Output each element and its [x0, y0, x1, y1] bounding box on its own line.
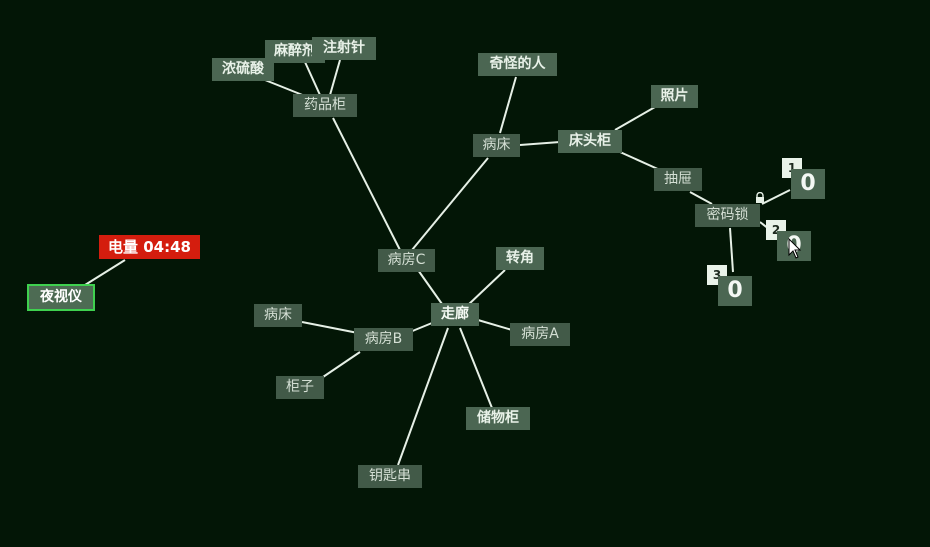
link-bedc-wardc [411, 157, 489, 251]
link-drawer-lock [689, 191, 713, 205]
nightvision-device[interactable]: 夜视仪 [27, 284, 95, 311]
node-drawer[interactable]: 抽屉 [654, 168, 702, 191]
link-bedb-wardb [301, 321, 359, 334]
node-ward-b[interactable]: 病房B [354, 328, 413, 351]
node-corridor[interactable]: 走廊 [431, 303, 479, 326]
digit-3-value[interactable]: 0 [718, 276, 752, 306]
node-ward-a[interactable]: 病房A [510, 323, 570, 346]
link-lock-digit3 [729, 227, 734, 273]
node-storage-cabinet[interactable]: 储物柜 [466, 407, 530, 430]
link-corridor-wardb [409, 322, 433, 333]
node-strange-person[interactable]: 奇怪的人 [478, 53, 557, 76]
padlock-icon [756, 192, 764, 203]
link-corridor-storage [459, 327, 493, 409]
node-combo-lock[interactable]: 密码锁 [695, 204, 760, 227]
node-nightstand[interactable]: 床头柜 [558, 130, 622, 153]
node-photo[interactable]: 照片 [651, 85, 698, 108]
link-corridor-keyring [397, 327, 449, 466]
digit-1-value[interactable]: 0 [791, 169, 825, 199]
link-strange-bedc [499, 76, 517, 134]
node-key-ring[interactable]: 钥匙串 [358, 465, 422, 488]
link-wardb-cabinet [322, 351, 361, 378]
node-medicine-cabinet[interactable]: 药品柜 [293, 94, 357, 117]
node-bed-c[interactable]: 病床 [473, 134, 520, 157]
link-nightstand-photo [614, 106, 656, 131]
link-syringe-medicine [329, 59, 341, 96]
node-syringe[interactable]: 注射针 [312, 37, 376, 60]
link-sulfuric-medicine [259, 77, 306, 97]
link-wardc-corridor [417, 269, 443, 305]
link-nightstand-drawer [619, 151, 661, 171]
node-cabinet[interactable]: 柜子 [276, 376, 324, 399]
link-anesthetic-medicine [304, 61, 321, 96]
link-medicine-wardc [332, 117, 401, 251]
node-anesthetic[interactable]: 麻醉剂 [265, 40, 325, 63]
link-corridor-warda [477, 319, 513, 331]
battery-timer: 电量 04:48 [99, 235, 200, 259]
node-corner[interactable]: 转角 [496, 247, 544, 270]
link-corner-corridor [467, 269, 506, 306]
node-bed-b[interactable]: 病床 [254, 304, 302, 327]
link-battery-nightvision [84, 259, 126, 286]
mouse-cursor-icon [788, 238, 802, 259]
node-ward-c[interactable]: 病房C [378, 249, 435, 272]
node-sulfuric-acid[interactable]: 浓硫酸 [212, 58, 274, 81]
link-lock-digit1 [761, 189, 791, 205]
link-bedc-nightstand [519, 141, 561, 146]
